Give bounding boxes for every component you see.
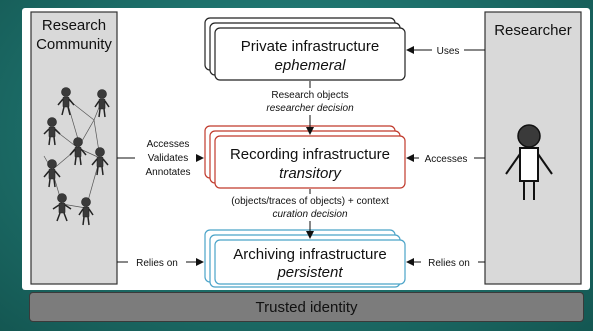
- annotates-label: Annotates: [145, 167, 190, 178]
- objects-context-label: (objects/traces of objects) + context: [231, 196, 389, 207]
- recording-title: Recording infrastructure: [230, 146, 390, 163]
- person-figure: [78, 197, 94, 226]
- recording-subtitle: transitory: [279, 165, 342, 182]
- person-figure: [94, 89, 110, 118]
- flow-recording-to-archiving: (objects/traces of objects) + context cu…: [231, 189, 389, 239]
- person-figure: [91, 147, 109, 176]
- uses-arrow: Uses: [406, 46, 485, 57]
- relies-on-left-label: Relies on: [136, 258, 178, 269]
- trusted-identity-bar: Trusted identity: [29, 292, 584, 322]
- diagram-canvas: Research Community: [30, 11, 582, 288]
- archiving-title: Archiving infrastructure: [233, 246, 386, 263]
- research-objects-label: Research objects: [271, 90, 348, 101]
- flow-private-to-recording: Research objects researcher decision: [266, 81, 354, 135]
- accesses-left-label: Accesses: [147, 139, 190, 150]
- researcher-title: Researcher: [494, 22, 572, 39]
- uses-label: Uses: [437, 46, 460, 57]
- researcher-decision-label: researcher decision: [266, 103, 354, 114]
- relies-on-right-arrow: Relies on: [406, 258, 485, 269]
- community-people: [43, 87, 110, 226]
- curation-decision-label: curation decision: [272, 209, 347, 220]
- accesses-right-arrow: Accesses: [406, 154, 485, 165]
- diagram-panel: Research Community: [22, 8, 590, 290]
- person-figure: [43, 117, 61, 146]
- archiving-infrastructure-box: Archiving infrastructure persistent: [204, 229, 406, 288]
- person-icon: [505, 124, 553, 200]
- private-title: Private infrastructure: [241, 38, 379, 55]
- person-figure: [57, 87, 75, 116]
- relies-on-right-label: Relies on: [428, 258, 470, 269]
- recording-infrastructure-box: Recording infrastructure transitory: [204, 125, 406, 189]
- person-figure: [43, 159, 61, 188]
- relies-on-left-arrow: Relies on: [117, 258, 204, 269]
- person-figure: [52, 193, 72, 222]
- accesses-right-label: Accesses: [425, 154, 468, 165]
- archiving-subtitle: persistent: [276, 264, 343, 281]
- community-title-line1: Research: [42, 17, 106, 34]
- private-infrastructure-box: Private infrastructure ephemeral: [204, 17, 406, 81]
- accesses-left-arrow: Accesses Validates Annotates: [117, 139, 204, 178]
- private-subtitle: ephemeral: [275, 57, 347, 74]
- research-community-box: Research Community: [30, 11, 118, 285]
- person-figure: [69, 137, 87, 166]
- validates-label: Validates: [148, 153, 188, 164]
- community-title-line2: Community: [36, 36, 112, 53]
